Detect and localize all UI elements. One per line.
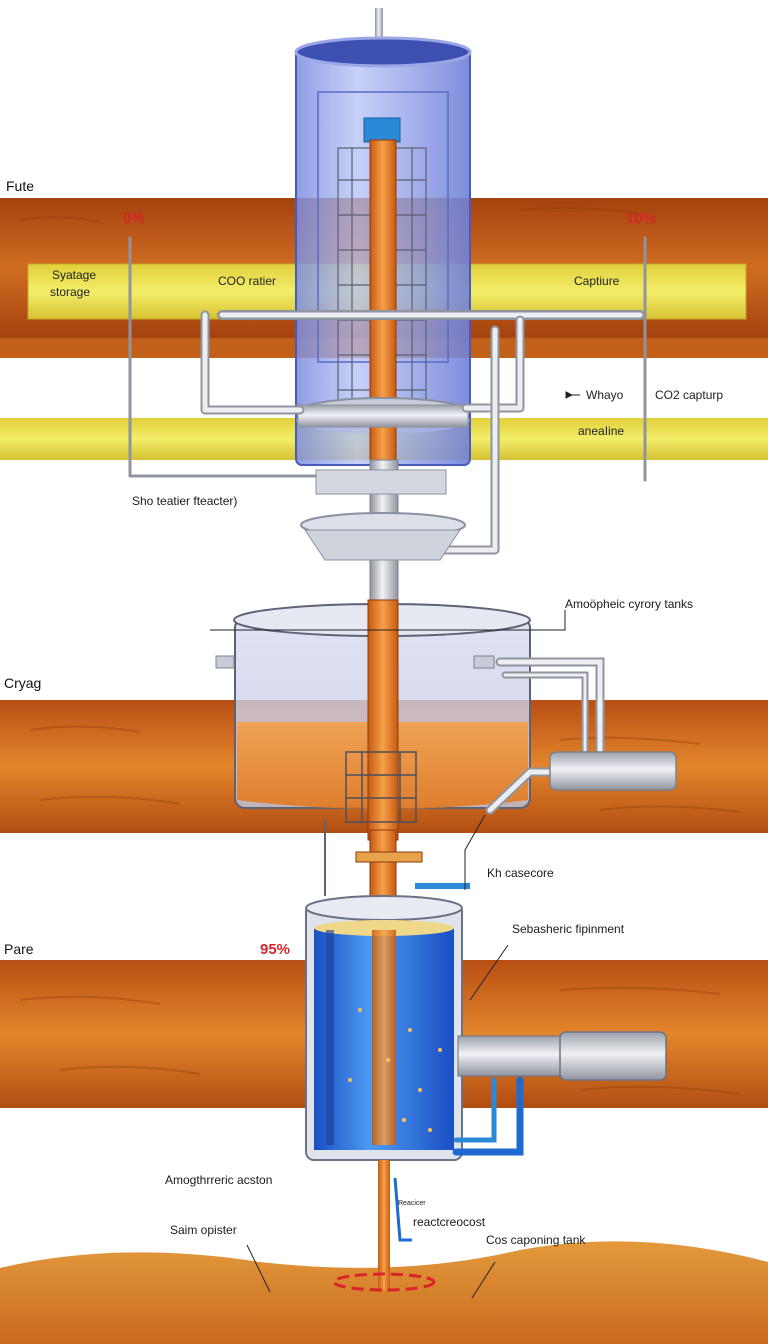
reactor-callout: Sho teatier fteacter) xyxy=(132,494,238,508)
atmospheric-aceton-callout: Amogthrreric acston xyxy=(165,1173,273,1187)
percent-right: 10% xyxy=(626,210,657,227)
reactor-coost-callout: reactcreocost xyxy=(413,1215,486,1229)
side-label-middle: Cryag xyxy=(4,675,42,691)
capture-label: Captiure xyxy=(574,274,620,288)
whayo-label: Whayo xyxy=(586,388,624,402)
leader-lines xyxy=(210,391,580,1299)
capture-tower xyxy=(294,8,472,481)
storage-label-line1: Syatage xyxy=(52,268,97,282)
side-label-bottom: Pare xyxy=(4,941,34,957)
co-ratier-label: COO ratier xyxy=(218,274,277,288)
central-shaft xyxy=(300,459,466,621)
capture-tank xyxy=(305,895,667,1292)
atmospheric-tank xyxy=(215,599,677,841)
atmospheric-tanks-callout: Amoöpheic cyrory tanks xyxy=(565,597,694,611)
sam-optister-callout: Saim opister xyxy=(170,1223,237,1237)
tank-callout: Cos caponing tank xyxy=(486,1233,586,1247)
percent-lower: 95% xyxy=(260,941,291,958)
side-label-top: Fute xyxy=(6,178,35,194)
co2-capture-label: CO2 capturp xyxy=(655,388,724,402)
small-tag: Reacicer xyxy=(398,1200,426,1207)
storage-label-line2: storage xyxy=(50,285,91,299)
anealine-label: aneaIine xyxy=(578,424,625,438)
equipment-callout: Sebasheric fipinment xyxy=(512,922,625,936)
casecore-callout: Kh casecore xyxy=(487,866,554,880)
percent-left: 0% xyxy=(123,210,145,227)
ground-mound xyxy=(0,1241,768,1344)
